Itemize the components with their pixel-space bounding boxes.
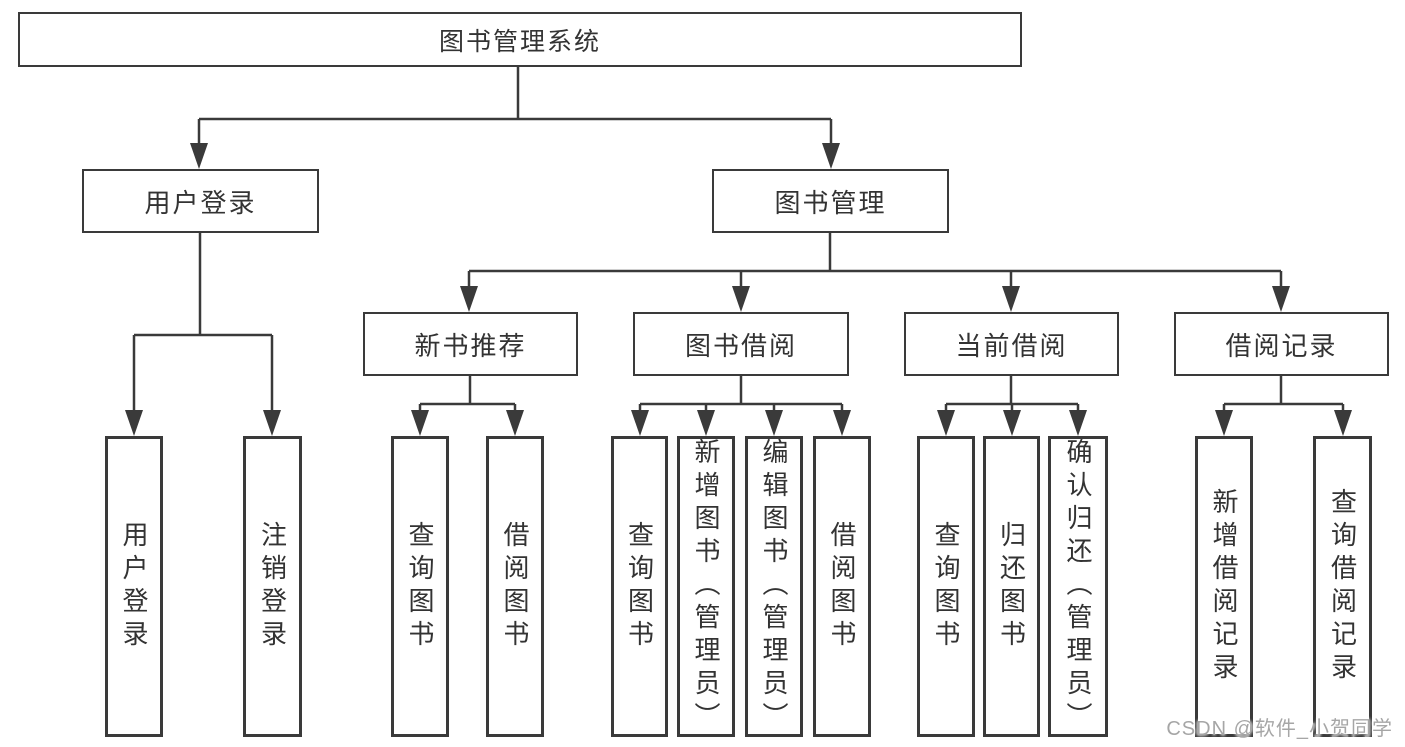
leaf-current-query-books-label: 查询图书 <box>931 520 961 653</box>
leaf-user-login: 用户登录 <box>105 436 163 737</box>
leaf-borrowing-query-books-label: 查询图书 <box>624 520 655 653</box>
leaf-current-query-books: 查询图书 <box>917 436 975 737</box>
node-user-login-label: 用户登录 <box>144 187 257 218</box>
leaf-return-books-label: 归还图书 <box>996 520 1027 653</box>
node-book-borrowing-label: 图书借阅 <box>684 330 797 361</box>
node-borrowing-records-label: 借阅记录 <box>1225 330 1338 361</box>
leaf-logout: 注销登录 <box>243 436 302 737</box>
arrowhead-bb-add <box>697 410 715 436</box>
node-new-book-recommend: 新书推荐 <box>363 312 578 376</box>
arrowhead-bb-query <box>631 410 649 436</box>
leaf-edit-books-admin: 编辑图书（管理员） <box>745 436 803 737</box>
leaf-borrow-books-label: 借阅图书 <box>827 520 857 653</box>
node-book-management: 图书管理 <box>712 169 949 233</box>
arrowhead-borrowing-records <box>1272 286 1290 312</box>
arrowhead-bb-borrow <box>833 410 851 436</box>
leaf-newbook-query-books-label: 查询图书 <box>405 520 435 653</box>
leaf-add-books-admin-label: 新增图书（管理员） <box>691 438 721 735</box>
arrowhead-book-management <box>822 143 840 169</box>
arrowhead-leaf-logout <box>263 410 281 436</box>
arrowhead-br-query <box>1334 410 1352 436</box>
leaf-query-borrow-record: 查询借阅记录 <box>1313 436 1372 737</box>
node-borrowing-records: 借阅记录 <box>1174 312 1389 376</box>
arrowhead-cb-confirm <box>1069 410 1087 436</box>
leaf-edit-books-admin-label: 编辑图书（管理员） <box>759 438 789 735</box>
arrowhead-cb-return <box>1003 410 1021 436</box>
arrowhead-leaf-login <box>125 410 143 436</box>
arrowhead-bb-edit <box>765 410 783 436</box>
arrowhead-nb-borrow <box>506 410 524 436</box>
node-current-borrowing: 当前借阅 <box>904 312 1119 376</box>
node-root-system: 图书管理系统 <box>18 12 1022 67</box>
arrowhead-book-borrowing <box>732 286 750 312</box>
leaf-borrow-books: 借阅图书 <box>813 436 871 737</box>
leaf-query-borrow-record-label: 查询借阅记录 <box>1327 487 1358 686</box>
csdn-watermark: CSDN @软件_小贺同学 <box>1166 718 1393 740</box>
node-root-label: 图书管理系统 <box>438 27 601 56</box>
leaf-user-login-label: 用户登录 <box>119 520 149 653</box>
arrowhead-br-add <box>1215 410 1233 436</box>
leaf-confirm-return-admin-label: 确认归还（管理员） <box>1063 438 1093 735</box>
arrowhead-cb-query <box>937 410 955 436</box>
leaf-add-borrow-record-label: 新增借阅记录 <box>1209 487 1239 686</box>
leaf-newbook-borrow-books: 借阅图书 <box>486 436 544 737</box>
leaf-add-borrow-record: 新增借阅记录 <box>1195 436 1253 737</box>
node-current-borrowing-label: 当前借阅 <box>955 330 1068 361</box>
arrowhead-nb-query <box>411 410 429 436</box>
leaf-add-books-admin: 新增图书（管理员） <box>677 436 735 737</box>
arrowhead-current-borrowing <box>1002 286 1020 312</box>
arrowhead-user-login <box>190 143 208 169</box>
node-book-borrowing: 图书借阅 <box>633 312 849 376</box>
node-user-login: 用户登录 <box>82 169 319 233</box>
leaf-logout-label: 注销登录 <box>257 520 288 653</box>
arrowhead-new-book <box>460 286 478 312</box>
leaf-newbook-borrow-books-label: 借阅图书 <box>500 520 530 653</box>
leaf-borrowing-query-books: 查询图书 <box>611 436 668 737</box>
node-book-management-label: 图书管理 <box>774 187 887 218</box>
leaf-confirm-return-admin: 确认归还（管理员） <box>1048 436 1108 737</box>
leaf-return-books: 归还图书 <box>983 436 1040 737</box>
node-new-book-recommend-label: 新书推荐 <box>414 330 527 361</box>
leaf-newbook-query-books: 查询图书 <box>391 436 449 737</box>
